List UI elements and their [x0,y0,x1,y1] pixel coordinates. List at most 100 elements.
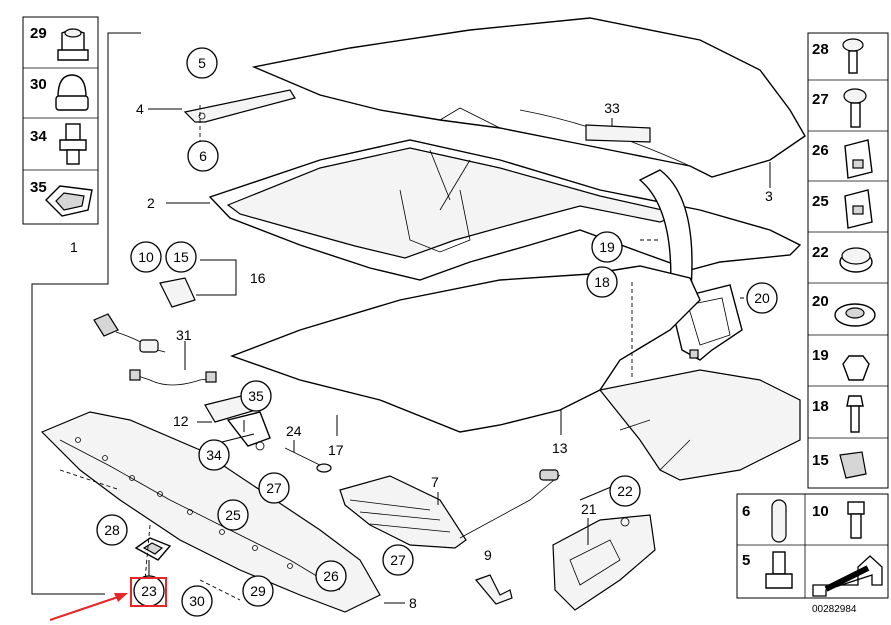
dome-cap-icon [55,74,89,111]
svg-text:34: 34 [206,447,222,463]
svg-text:20: 20 [754,290,770,306]
legend-35-label: 35 [30,179,47,196]
callout-5: 5 [186,47,218,79]
main-top-part [229,265,801,481]
legend-29-label: 29 [30,25,47,42]
legend-6-label: 6 [742,503,750,520]
label-3: 3 [765,188,773,204]
clip-26-icon [844,139,873,179]
clip-25-icon [844,189,873,229]
svg-text:29: 29 [250,583,266,599]
callout-27a: 27 [258,472,290,504]
legend-5-label: 5 [742,552,750,569]
callout-6: 6 [187,140,219,172]
svg-text:23: 23 [141,583,157,599]
label-33: 33 [604,100,620,116]
callout-27b: 27 [382,544,414,576]
callout-34: 34 [198,439,230,471]
label-2: 2 [147,195,155,211]
grommet-20-icon [834,303,876,327]
legend-34-label: 34 [30,128,47,145]
legend-26-label: 26 [812,142,829,159]
legend-18-label: 18 [812,398,829,415]
callout-20: 20 [746,282,778,314]
svg-text:25: 25 [225,507,241,523]
callout-26: 26 [315,560,347,592]
label-17: 17 [328,442,344,458]
direction-arrow-icon [812,555,883,597]
svg-text:22: 22 [617,483,633,499]
label-9: 9 [484,547,492,563]
nut-19-icon [842,355,870,381]
callout-25: 25 [217,499,249,531]
label-4: 4 [136,101,144,117]
label-13: 13 [552,440,568,456]
legend-25-label: 25 [812,193,829,210]
label-21: 21 [581,501,597,517]
plug-22-icon [839,247,873,273]
diagram-id: 00282984 [812,604,857,615]
legend-15-label: 15 [812,452,829,469]
svg-text:26: 26 [323,568,339,584]
pad-15-icon [839,451,867,479]
svg-text:30: 30 [189,593,205,609]
svg-text:5: 5 [198,55,206,71]
legend-28-label: 28 [812,41,829,58]
highlight-box [130,577,167,607]
screw-10-icon [847,501,865,539]
legend-10-label: 10 [812,503,829,520]
callout-28: 28 [96,514,128,546]
callout-29: 29 [242,575,274,607]
bottom-legend: 6 10 5 [736,493,889,599]
callout-23-highlighted: 23 [130,560,167,607]
label-31: 31 [176,327,192,343]
legend-30-label: 30 [30,76,47,93]
clip-10-15-part [159,277,196,308]
frame-part [208,139,802,322]
group-1-bracket [31,32,141,595]
left-legend: 29 30 34 35 [22,16,99,225]
svg-text:28: 28 [104,522,120,538]
svg-text:15: 15 [173,249,189,265]
leader-lines [148,108,771,604]
svg-text:6: 6 [199,148,207,164]
grommet-23-part [134,537,172,561]
callout-22: 22 [609,475,641,507]
lower-strip-part [40,411,381,613]
lock-mechanism-part [339,469,561,549]
stud-bolt-icon [59,123,87,165]
label-16: 16 [250,270,266,286]
callout-19: 19 [591,231,623,263]
assembly-dashed-lines [59,105,750,601]
label-7: 7 [431,474,439,490]
latch-9-part [474,574,513,605]
label-24: 24 [286,423,302,439]
svg-text:27: 27 [266,480,282,496]
bolt-18-icon [846,395,864,433]
label-12: 12 [173,413,189,429]
spring-24-part [284,447,332,473]
screw-28-icon [842,38,864,74]
rivet-5-icon [765,551,793,589]
red-pointer-arrow [49,593,128,621]
svg-text:27: 27 [390,552,406,568]
top-cover-part [251,17,806,178]
callout-35: 35 [240,380,272,412]
label-1: 1 [70,239,78,255]
screw-27-icon [843,88,867,128]
legend-19-label: 19 [812,347,829,364]
bracket-21-part [552,514,656,611]
callout-18: 18 [586,266,618,298]
plate-4-part [183,89,296,123]
pin-6-icon [771,499,787,543]
svg-text:18: 18 [594,274,610,290]
legend-22-label: 22 [812,244,829,261]
right-legend: 28 27 26 25 22 20 19 [807,32,889,489]
callout-30: 30 [181,585,213,617]
svg-text:10: 10 [138,249,154,265]
nut-cap-icon [57,28,89,61]
callout-10: 10 [130,241,162,273]
label-8: 8 [409,595,417,611]
svg-text:35: 35 [248,388,264,404]
legend-20-label: 20 [812,293,829,310]
